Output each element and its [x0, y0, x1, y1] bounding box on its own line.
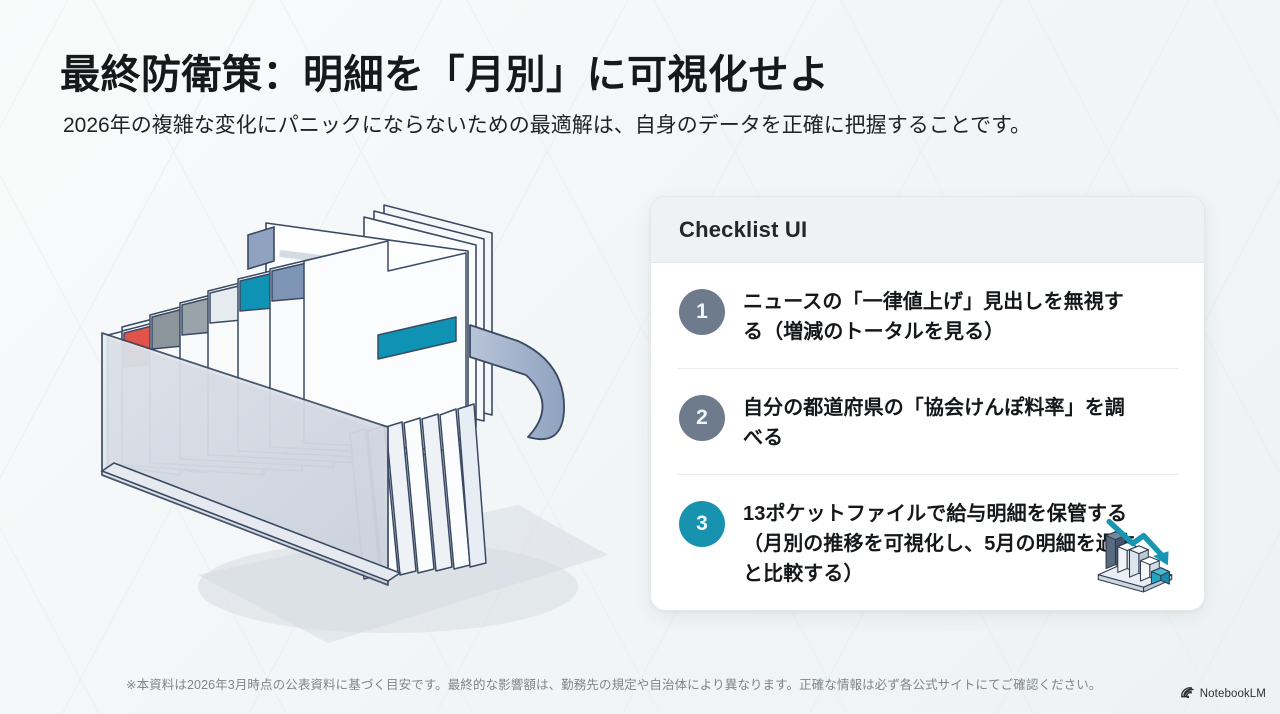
checklist-item-text: 13ポケットファイルで給与明細を保管する（月別の推移を可視化し、5月の明細を過去… — [743, 503, 1137, 585]
checklist-item-number-badge: 2 — [679, 395, 725, 442]
checklist-title: Checklist UI — [679, 217, 808, 242]
checklist-item-text: 自分の都道府県の「協会けんぽ料率」を調べる — [743, 397, 1125, 449]
checklist-item[interactable]: 2 自分の都道府県の「協会けんぽ料率」を調べる — [677, 368, 1178, 474]
declining-bar-chart-icon — [1092, 516, 1178, 596]
notebooklm-wordmark: NotebookLM — [1199, 688, 1266, 700]
checklist-card-header: Checklist UI — [651, 197, 1204, 263]
notebooklm-brand: NotebookLM — [1179, 686, 1266, 702]
expanding-file-folder-illustration — [88, 175, 628, 665]
page-subtitle: 2026年の複雑な変化にパニックにならないための最適解は、自身のデータを正確に把… — [63, 114, 1031, 137]
checklist-item-text: ニュースの「一律値上げ」見出しを無視する（増減のトータルを見る） — [743, 291, 1124, 343]
checklist-body: 1 ニュースの「一律値上げ」見出しを無視する（増減のトータルを見る） 2 自分の… — [651, 263, 1204, 610]
footer-disclaimer: ※本資料は2026年3月時点の公表資料に基づく目安です。最終的な影響額は、勤務先… — [126, 678, 1102, 692]
page-title: 最終防衛策：明細を「月別」に可視化せよ — [60, 53, 830, 97]
slide-header: 最終防衛策：明細を「月別」に可視化せよ 2026年の複雑な変化にパニックにならな… — [60, 52, 1220, 139]
checklist-card: Checklist UI 1 ニュースの「一律値上げ」見出しを無視する（増減のト… — [650, 196, 1205, 612]
notebooklm-spiral-icon — [1180, 687, 1194, 699]
checklist-item-number-badge: 1 — [679, 289, 725, 335]
checklist-item[interactable]: 3 13ポケットファイルで給与明細を保管する（月別の推移を可視化し、5月の明細を… — [677, 474, 1178, 610]
checklist-item[interactable]: 1 ニュースの「一律値上げ」見出しを無視する（増減のトータルを見る） — [677, 263, 1178, 368]
checklist-item-number-badge: 3 — [679, 501, 725, 548]
